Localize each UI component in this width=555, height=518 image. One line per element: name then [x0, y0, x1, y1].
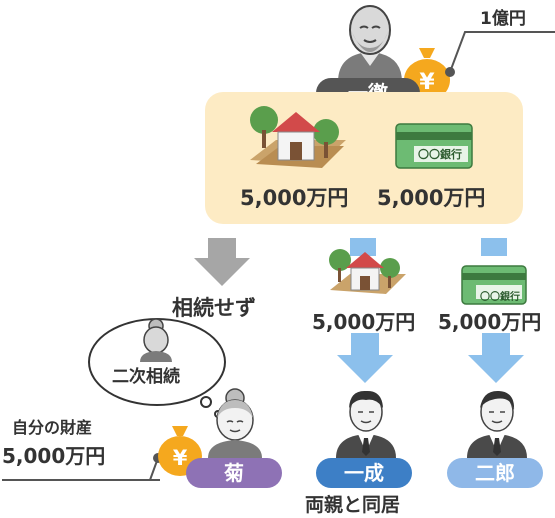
grandmother-decision: 相続せず	[172, 296, 256, 320]
house-icon	[250, 106, 346, 168]
son2-avatar	[467, 390, 527, 458]
son1-avatar	[336, 390, 396, 458]
bank-card-text: 〇〇銀行	[418, 148, 462, 161]
blue-down-arrow-son1	[337, 333, 393, 383]
grandfather-avatar	[338, 5, 402, 82]
bank-card-icon-son2	[461, 265, 527, 305]
son1-note: 両親と同居	[305, 494, 401, 516]
estate-house-value: 5,000万円	[240, 186, 349, 210]
house-icon-son1	[329, 249, 406, 294]
bank-card-text-son2: 〇〇銀行	[480, 292, 520, 303]
gray-down-arrow	[194, 238, 250, 286]
blue-arrow-son1-top	[350, 238, 376, 256]
money-label: 1億円	[480, 9, 526, 29]
grandmother-small-avatar	[140, 318, 172, 362]
grandmother-name-badge: 菊	[186, 458, 282, 488]
callout-line	[445, 31, 555, 77]
grandmother-avatar	[208, 388, 262, 458]
own-assets-label: 自分の財産	[12, 418, 93, 437]
estate-bank-value: 5,000万円	[377, 186, 486, 210]
blue-down-arrow-son2	[468, 333, 524, 383]
assets-callout-line	[2, 453, 163, 481]
son1-inherit-value: 5,000万円	[312, 310, 416, 334]
son2-inherit-value: 5,000万円	[438, 310, 542, 334]
svg-text:¥: ¥	[173, 446, 188, 470]
thought-text: 二次相続	[112, 367, 180, 387]
son1-name-badge: 一成	[316, 458, 412, 488]
blue-arrow-son2-top	[481, 238, 507, 256]
bank-card-icon	[395, 123, 473, 169]
svg-text:¥: ¥	[419, 70, 435, 95]
own-assets-value: 5,000万円	[2, 444, 106, 468]
son2-name-badge: 二郎	[447, 458, 543, 488]
